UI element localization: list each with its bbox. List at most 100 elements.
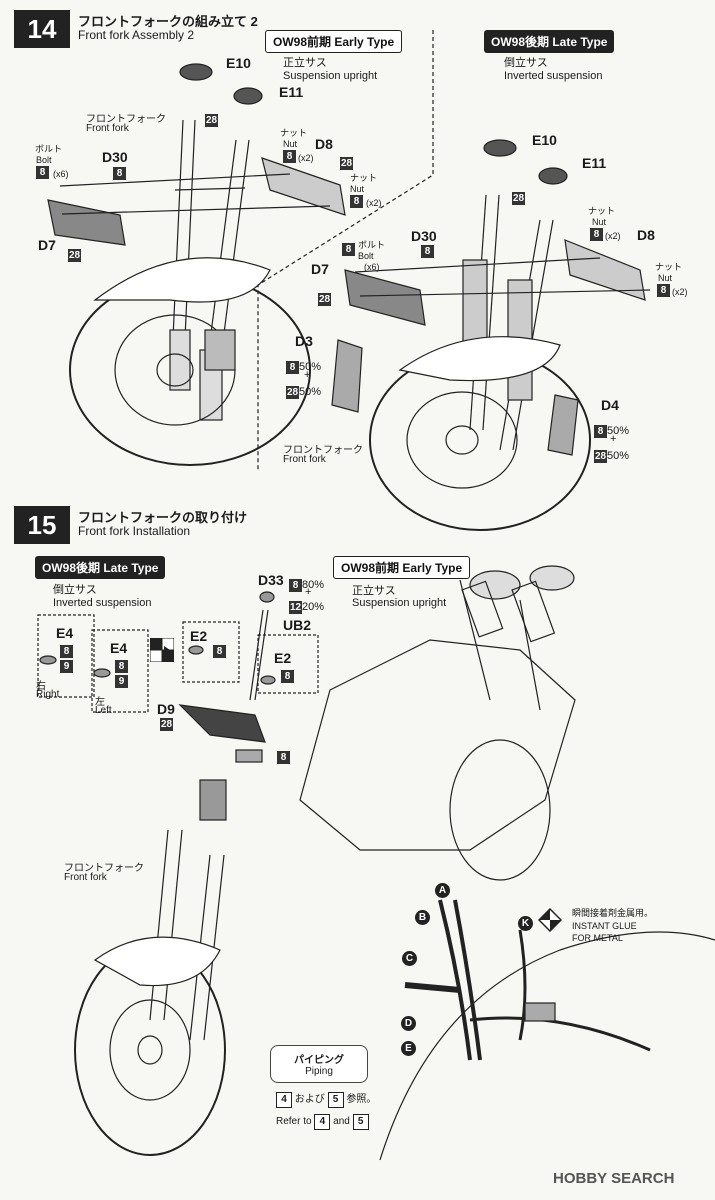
nut-en: Nut xyxy=(592,217,607,227)
part-d7-late: D7 xyxy=(311,261,329,277)
paint-8: 8 xyxy=(350,195,363,208)
part-e4-right: E4 xyxy=(56,625,74,641)
right-jp: 右 xyxy=(36,681,46,692)
front-fork-label-en: Front fork xyxy=(86,123,129,134)
instant-glue-icon xyxy=(537,907,563,933)
front-fork-late-en: Front fork xyxy=(283,454,326,465)
part-d7-early: D7 xyxy=(38,237,56,253)
pipe-label-e: E xyxy=(401,1041,416,1056)
paint-8: 8 xyxy=(36,166,49,179)
part-d3: D3 xyxy=(295,333,313,349)
plus-sign: + xyxy=(610,433,617,445)
ref-head-en: Refer to xyxy=(276,1116,312,1127)
step-14-late-sub-en: Inverted suspension xyxy=(504,70,603,82)
paint-28: 28 xyxy=(318,293,331,306)
ref-step-5: 5 xyxy=(327,1092,344,1108)
ref-step-4: 4 xyxy=(314,1114,331,1130)
pct-50: 50% xyxy=(607,450,630,462)
front-fork-label-jp: フロントフォーク xyxy=(86,114,166,125)
paint-8: 8 xyxy=(657,284,670,297)
bolt-en: Bolt xyxy=(358,251,374,261)
paint-8: 8 xyxy=(115,660,128,673)
qty-x6: (x6) xyxy=(53,169,69,179)
refer-en: Refer to 4 and 5 xyxy=(276,1114,369,1130)
paint-28: 28 xyxy=(205,114,218,127)
step-14-late-sub-jp: 倒立サス xyxy=(504,57,548,69)
refer-jp: 4 および 5 参照。 xyxy=(276,1090,376,1108)
step-14-early-sub-en: Suspension upright xyxy=(283,70,378,82)
left-en: Left xyxy=(95,705,112,716)
piping-box: パイピング Piping xyxy=(270,1045,368,1083)
piping-en: Piping xyxy=(305,1066,333,1077)
pipe-label-c: C xyxy=(402,951,417,966)
paint-28: 28 xyxy=(160,718,173,731)
pipe-label-a: A xyxy=(435,883,450,898)
bolt-jp: ボルト xyxy=(35,144,63,154)
plus-sign: + xyxy=(305,586,312,598)
part-e4-left: E4 xyxy=(110,640,128,656)
nut-jp: ナット xyxy=(588,206,616,216)
part-d33: D33 xyxy=(258,572,284,588)
nut-jp: ナット xyxy=(655,262,683,272)
part-d9: D9 xyxy=(157,701,175,717)
qty-x6: (x6) xyxy=(364,262,380,272)
paint-8: 8 xyxy=(421,245,434,258)
nut-en: Nut xyxy=(658,273,673,283)
qty-x2: (x2) xyxy=(672,287,688,297)
paint-8: 8 xyxy=(594,425,607,438)
part-d30-early: D30 xyxy=(102,149,128,165)
part-e11-early: E11 xyxy=(279,84,304,100)
nut-en: Nut xyxy=(350,184,365,194)
paint-8: 8 xyxy=(283,150,296,163)
pipe-label-d: D xyxy=(401,1016,416,1031)
paint-28: 28 xyxy=(512,192,525,205)
part-e2-a: E2 xyxy=(190,628,208,644)
part-d4: D4 xyxy=(601,397,619,413)
paint-8: 8 xyxy=(60,645,73,658)
paint-9: 9 xyxy=(60,660,73,673)
step-14-title-jp: フロントフォークの組み立て 2 xyxy=(78,14,258,29)
part-d8-early: D8 xyxy=(315,136,333,152)
d3-paint-b: 2850% xyxy=(286,382,321,400)
nut-jp: ナット xyxy=(280,128,308,138)
step-15-early-sub-jp: 正立サス xyxy=(352,585,396,597)
d4-paint-b: 2850% xyxy=(594,446,629,464)
d33-paint-b: 1220% xyxy=(289,597,324,615)
ref-step-4: 4 xyxy=(276,1092,292,1108)
step-14-early-sub-jp: 正立サス xyxy=(283,57,327,69)
front-fork-15-en: Front fork xyxy=(64,872,107,883)
paint-9: 9 xyxy=(115,675,128,688)
paint-28: 28 xyxy=(286,386,299,399)
step-15-early-tag: OW98前期 Early Type xyxy=(333,556,471,579)
part-e2-b: E2 xyxy=(274,650,292,666)
part-ub2: UB2 xyxy=(283,617,312,633)
bolt-jp: ボルト xyxy=(358,240,386,250)
step-15-late-sub-jp: 倒立サス xyxy=(53,584,97,596)
paint-8: 8 xyxy=(113,167,126,180)
nut-en: Nut xyxy=(283,139,298,149)
pct-50: 50% xyxy=(299,386,322,398)
paint-8: 8 xyxy=(289,579,302,592)
pct-50: 50% xyxy=(299,361,322,373)
paint-8: 8 xyxy=(281,670,294,683)
step-14-title-en: Front fork Assembly 2 xyxy=(78,28,195,42)
step-15-late-sub-en: Inverted suspension xyxy=(53,597,152,609)
glue-en-1: INSTANT GLUE xyxy=(572,921,637,931)
front-fork-late-jp: フロントフォーク xyxy=(283,445,363,456)
paint-28: 28 xyxy=(68,249,81,262)
step-14-number: 14 xyxy=(14,10,70,48)
step-15-title-jp: フロントフォークの取り付け xyxy=(78,510,248,525)
qty-x2: (x2) xyxy=(366,198,382,208)
pct-80: 80% xyxy=(302,579,325,591)
step-14-late-tag: OW98後期 Late Type xyxy=(484,30,615,53)
qty-x2: (x2) xyxy=(298,153,314,163)
paint-8: 8 xyxy=(590,228,603,241)
paint-8: 8 xyxy=(342,243,355,256)
part-e10-early: E10 xyxy=(226,55,251,71)
